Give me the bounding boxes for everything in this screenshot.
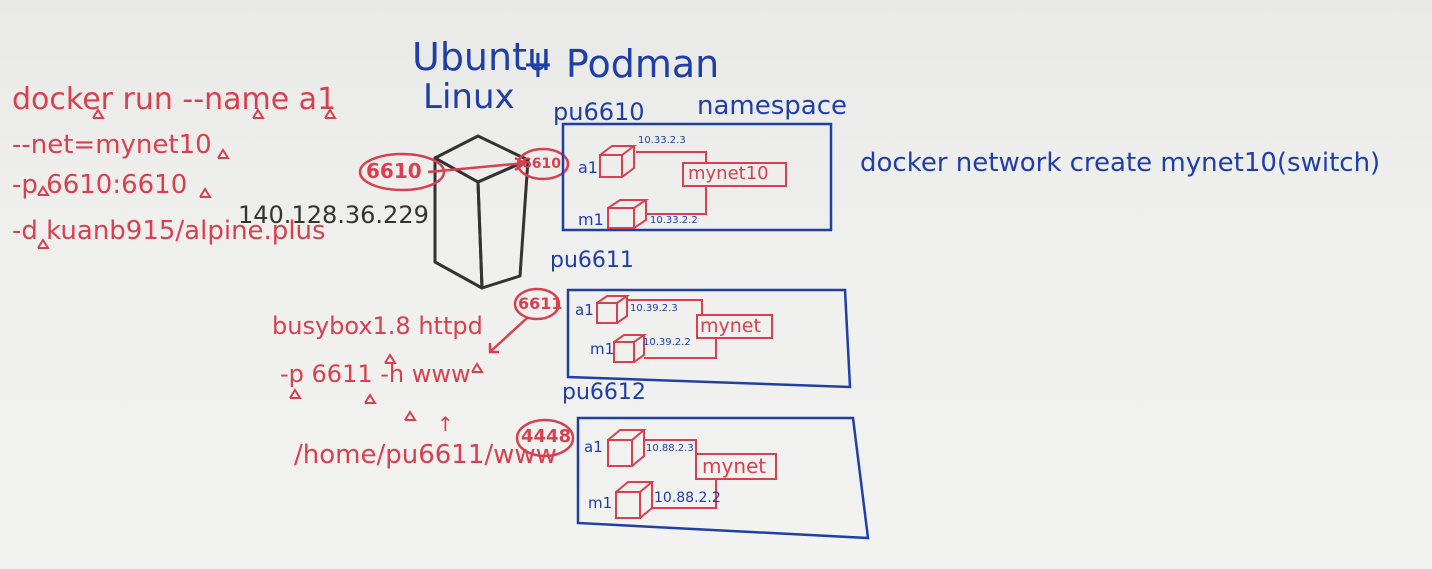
busybox-command-line-1: busybox1.8 httpd (272, 312, 483, 340)
plus-podman: + Podman (522, 42, 720, 86)
port-6611-label: 6611 (518, 294, 563, 313)
namespace-name-pu6612: pu6612 (562, 380, 646, 405)
container-label-m1-pu6612: m1 (588, 494, 613, 512)
switch-box-mynet10 (682, 162, 787, 187)
namespace-box-pu6612 (576, 416, 870, 540)
www-arrow: ↑ (437, 412, 454, 436)
switch-box-mynet-pu6612 (695, 453, 777, 480)
namespace-box-pu6611 (566, 288, 852, 389)
namespace-box-pu6610 (561, 122, 833, 232)
ns-port-circle (516, 147, 570, 181)
container-label-m1-pu6611: m1 (590, 340, 615, 358)
container-ip-m1-pu6611: 10.39.2.2 (643, 337, 691, 348)
ns-port-label: 6610 (522, 156, 561, 172)
command-line-1: docker run --name a1 (12, 82, 337, 117)
container-cube-a1-pu6611 (596, 295, 631, 324)
command-line-4: -d kuanb915/alpine.plus (12, 216, 326, 246)
namespace-name-pu6610: pu6610 (553, 98, 645, 126)
container-label-m1-pu6610: m1 (578, 210, 604, 229)
container-cube-a1-pu6610 (599, 145, 637, 178)
container-ip-a1-pu6610: 10.33.2.3 (638, 135, 686, 146)
container-cube-m1-pu6612 (615, 481, 655, 519)
container-cube-a1-pu6612 (607, 429, 647, 467)
namespace-name-pu6611: pu6611 (550, 248, 634, 273)
switch-box-mynet-pu6611 (696, 314, 773, 339)
namespace-label: namespace (697, 91, 848, 121)
os-name-linux: Linux (423, 77, 515, 117)
os-name-ubuntu: Ubuntu (412, 35, 552, 79)
network-create-command: docker network create mynet10(switch) (860, 148, 1381, 178)
container-cube-m1-pu6611 (613, 334, 648, 363)
host-ip: 140.128.36.229 (238, 201, 429, 229)
container-ip-m1-pu6610: 10.33.2.2 (650, 215, 698, 226)
container-label-a1-pu6610: a1 (578, 158, 598, 177)
command-line-2: --net=mynet10 (12, 130, 212, 160)
port-6611-arrow (489, 317, 528, 353)
container-cube-m1-pu6610 (607, 199, 650, 229)
host-port-label: 6610 (366, 159, 422, 183)
container-label-a1-pu6612: a1 (584, 438, 603, 456)
server-icon (433, 134, 530, 290)
port-4448-circle (515, 418, 575, 458)
host-port-circle (358, 152, 446, 192)
switch-label-mynet-pu6611: mynet (700, 315, 761, 337)
port-4448-label: 4448 (521, 426, 572, 447)
command-line-3: -p 6610:6610 (12, 170, 188, 200)
container-ip-a1-pu6612: 10.88.2.3 (646, 443, 694, 454)
switch-label-mynet-pu6612: mynet (702, 454, 767, 478)
busybox-command-line-2: -p 6611 -h www (280, 360, 471, 388)
container-label-a1-pu6611: a1 (575, 301, 594, 319)
www-path: /home/pu6611/www (294, 440, 557, 470)
port-forward-arrow (427, 161, 526, 174)
switch-label-mynet10: mynet10 (688, 163, 769, 184)
container-ip-m1-pu6612: 10.88.2.2 (654, 490, 721, 506)
port-6611-circle (513, 287, 561, 321)
container-ip-a1-pu6611: 10.39.2.3 (630, 303, 678, 314)
